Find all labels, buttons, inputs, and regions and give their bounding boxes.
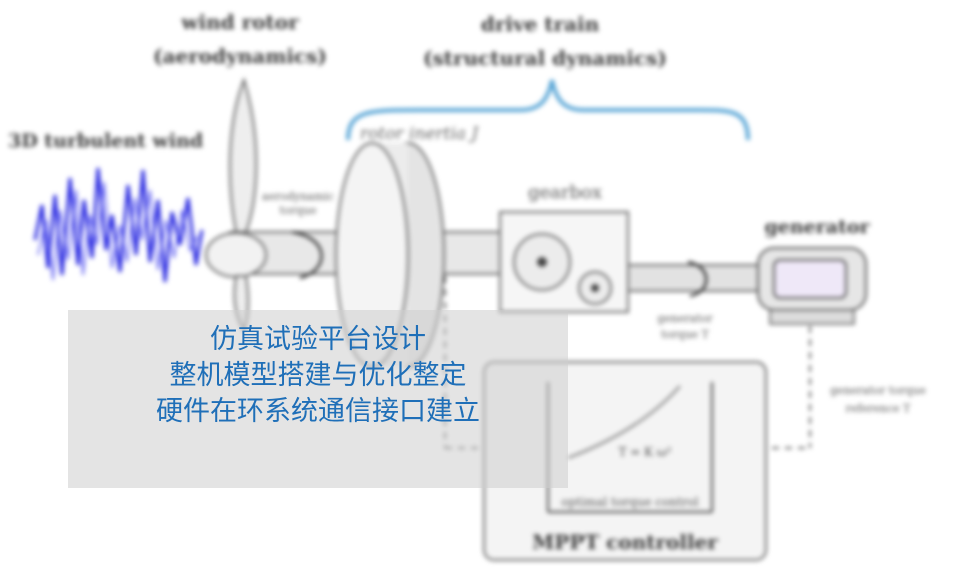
overlay-line-3: 硬件在环系统通信接口建立 <box>156 396 480 427</box>
generator-base <box>769 309 855 325</box>
gen-torque-label-1: generator <box>657 312 713 325</box>
mppt-curve <box>567 385 681 459</box>
drive-train-subtitle: (structural dynamics) <box>423 46 667 70</box>
wind-rotor-subtitle: (aerodynamics) <box>153 44 327 68</box>
overlay-line-1: 仿真试验平台设计 <box>210 324 426 355</box>
aero-torque-label-2: torque <box>279 204 317 217</box>
rotor-hub <box>205 232 267 278</box>
rotor-blade <box>228 76 258 233</box>
turbulent-wind-signal-2 <box>37 181 199 281</box>
gen-torque-label-2: torque T <box>661 328 709 341</box>
aero-torque-arrow <box>291 230 323 280</box>
gearbox-label: gearbox <box>527 182 603 203</box>
overlay-line-2: 整机模型搭建与优化整定 <box>169 360 467 391</box>
mppt-label: MPPT controller <box>532 530 718 554</box>
rotor-inertia-label: rotor inertia J <box>360 124 479 144</box>
generator-core <box>773 259 847 299</box>
overlay-text: 仿真试验平台设计 整机模型搭建与优化整定 硬件在环系统通信接口建立 <box>68 322 568 430</box>
high-speed-shaft <box>627 264 761 292</box>
mppt-formula: T = K ω² <box>618 445 672 459</box>
generator-torque-arrow <box>687 260 708 298</box>
drive-train-brace <box>346 79 750 141</box>
drive-train-title: drive train <box>480 12 600 36</box>
generator-label: generator <box>764 216 870 238</box>
wind-rotor-title: wind rotor <box>181 10 299 34</box>
aero-torque-label-1: aerodynamic <box>262 190 334 203</box>
gen-ref-label-2: reference T <box>845 402 911 415</box>
optimal-control-label: optimal torque control <box>561 495 699 509</box>
overlay-panel <box>68 310 568 488</box>
gen-ref-label-1: generator torque <box>830 384 926 397</box>
wind-label: 3D turbulent wind <box>8 130 204 152</box>
turbulent-wind-signal <box>33 167 204 283</box>
